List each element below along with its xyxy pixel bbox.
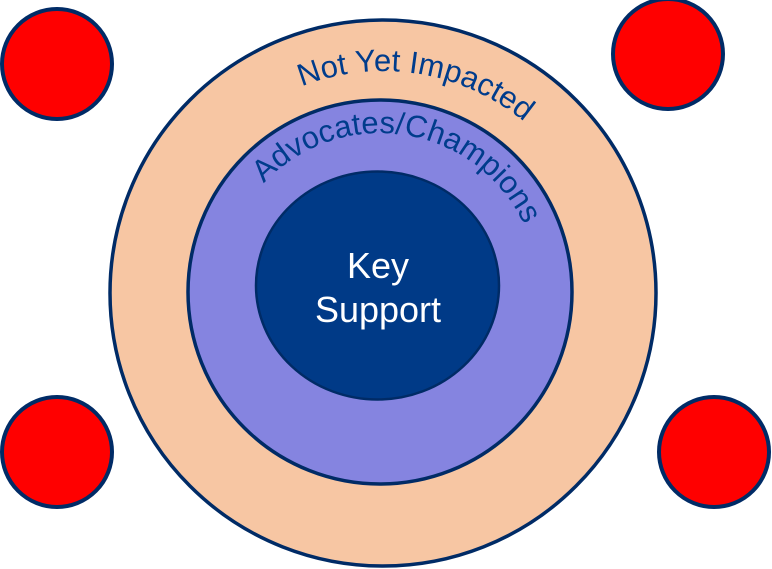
- label-support: Support: [315, 289, 441, 330]
- red-marker-top-left: [0, 7, 114, 121]
- ring-key-support: [254, 170, 501, 401]
- red-marker-top-right: [611, 0, 725, 111]
- label-key: Key: [347, 245, 409, 286]
- red-marker-bottom-left: [0, 395, 114, 509]
- red-marker-bottom-right: [657, 395, 771, 509]
